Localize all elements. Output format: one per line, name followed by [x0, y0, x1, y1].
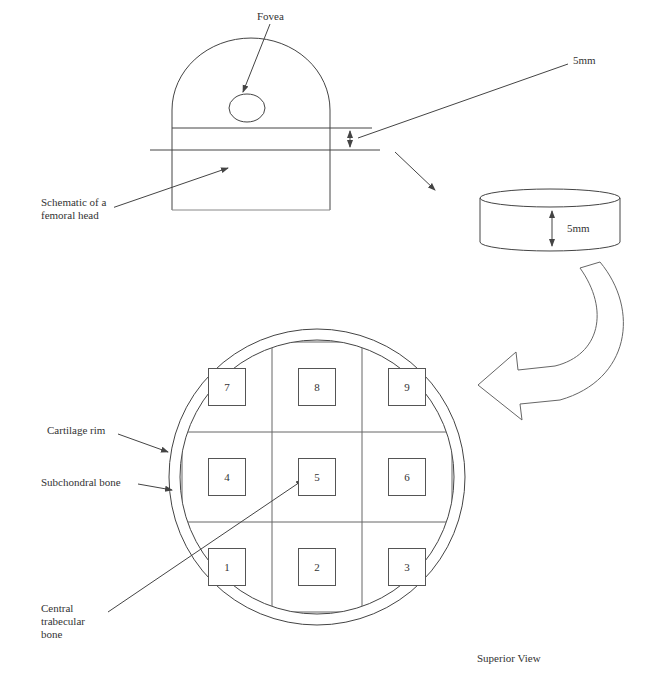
part-label: Fovea	[256, 10, 285, 23]
callout-number: 1	[224, 561, 230, 573]
slice-line	[150, 150, 380, 151]
view-label: Superior View	[476, 652, 542, 665]
leader-arrow	[118, 434, 168, 452]
femoral-head-outline	[172, 38, 330, 210]
fovea-pit	[229, 94, 265, 122]
slice-disc	[480, 189, 620, 251]
dimension-label: 5mm	[566, 222, 591, 235]
dimension-label: 5mm	[572, 54, 597, 67]
sample-square: 3	[388, 548, 426, 586]
sample-square: 7	[208, 368, 246, 406]
callout-number: 2	[314, 561, 320, 573]
callout-number: 5	[314, 471, 320, 483]
callout-number: 8	[314, 381, 320, 393]
section-grid	[170, 330, 465, 625]
femoral-head-base	[172, 210, 330, 211]
sample-square: 1	[208, 548, 246, 586]
slice-arrow	[395, 152, 435, 190]
sample-square: 9	[388, 368, 426, 406]
slice-line	[172, 128, 372, 129]
callout-number: 3	[404, 561, 410, 573]
sample-square: 6	[388, 458, 426, 496]
callout-number: 6	[404, 471, 410, 483]
leader-arrow	[138, 484, 172, 490]
sample-square: 8	[298, 368, 336, 406]
cartilage-rim	[169, 329, 465, 625]
sample-square: 2	[298, 548, 336, 586]
sample-square: 5	[298, 458, 336, 496]
leader-arrow	[243, 24, 270, 92]
callout-number: 9	[404, 381, 410, 393]
callout-number: 4	[224, 471, 230, 483]
dimension-arrow	[350, 131, 351, 147]
part-label: Cartilage rim	[46, 424, 118, 437]
dimension-arrow	[552, 211, 553, 246]
curved-arrow	[478, 262, 623, 420]
leader-arrow	[112, 168, 228, 208]
callout-number: 7	[224, 381, 230, 393]
subchondral-boundary	[180, 340, 454, 614]
part-label: Subchondral bone	[40, 476, 138, 489]
part-label: Schematic of a femoral head	[40, 196, 114, 222]
leader-arrow	[108, 480, 303, 612]
sample-square: 4	[208, 458, 246, 496]
part-label: Central trabecular bone	[40, 602, 108, 641]
leader-line	[358, 64, 568, 138]
